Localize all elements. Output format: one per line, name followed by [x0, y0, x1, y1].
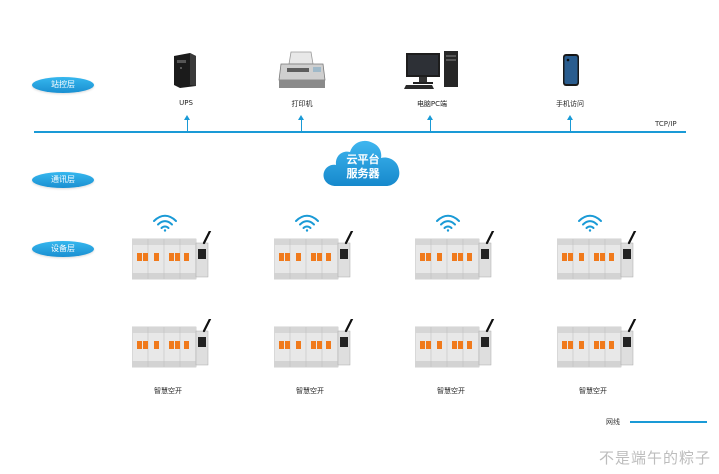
bus-label: TCP/IP	[655, 120, 677, 128]
smart-breaker-icon	[132, 231, 212, 285]
phone-icon	[563, 54, 579, 86]
legend-network-label: 网线	[606, 418, 620, 426]
pc-icon	[404, 51, 458, 89]
layer-comm-pill: 通讯层	[32, 172, 94, 188]
printer-connector-arrow	[298, 115, 304, 120]
breaker-label: 智慧空开	[154, 387, 182, 395]
breaker-label: 智慧空开	[437, 387, 465, 395]
ups-connector-arrow	[184, 115, 190, 120]
layer-station-pill: 站控层	[32, 77, 94, 93]
printer-label: 打印机	[291, 100, 313, 108]
ups-connector	[187, 118, 188, 132]
printer-icon	[278, 51, 326, 88]
phone-label: 手机访问	[556, 100, 584, 108]
ups-icon	[174, 53, 196, 88]
layer-device-label: 设备层	[51, 244, 75, 253]
smart-breaker-icon	[274, 231, 354, 285]
cloud-server-icon	[323, 140, 400, 186]
layer-device-pill: 设备层	[32, 241, 94, 257]
cloud-label-line2: 服务器	[346, 167, 380, 180]
wifi-icon	[435, 214, 461, 232]
wifi-icon	[294, 214, 320, 232]
phone-connector-arrow	[567, 115, 573, 120]
watermark: 不是端午的粽子	[598, 449, 711, 467]
smart-breaker-icon	[557, 319, 637, 373]
wifi-icon	[152, 214, 178, 232]
smart-breaker-icon	[132, 319, 212, 373]
legend-network-line	[630, 421, 707, 423]
pc-connector-arrow	[427, 115, 433, 120]
breaker-label: 智慧空开	[296, 387, 324, 395]
smart-breaker-icon	[274, 319, 354, 373]
phone-connector	[570, 118, 571, 132]
tcpip-bus-line	[34, 131, 686, 133]
wifi-icon	[577, 214, 603, 232]
smart-breaker-icon	[415, 231, 495, 285]
cloud-label-line1: 云平台	[346, 153, 380, 166]
pc-connector	[430, 118, 431, 132]
pc-label: 电脑PC端	[416, 100, 448, 108]
layer-comm-label: 通讯层	[51, 175, 75, 184]
smart-breaker-icon	[557, 231, 637, 285]
layer-station-label: 站控层	[51, 80, 75, 89]
ups-label: UPS	[179, 99, 193, 107]
breaker-label: 智慧空开	[579, 387, 607, 395]
printer-connector	[301, 118, 302, 132]
cloud-label: 云平台 服务器	[322, 153, 404, 181]
smart-breaker-icon	[415, 319, 495, 373]
